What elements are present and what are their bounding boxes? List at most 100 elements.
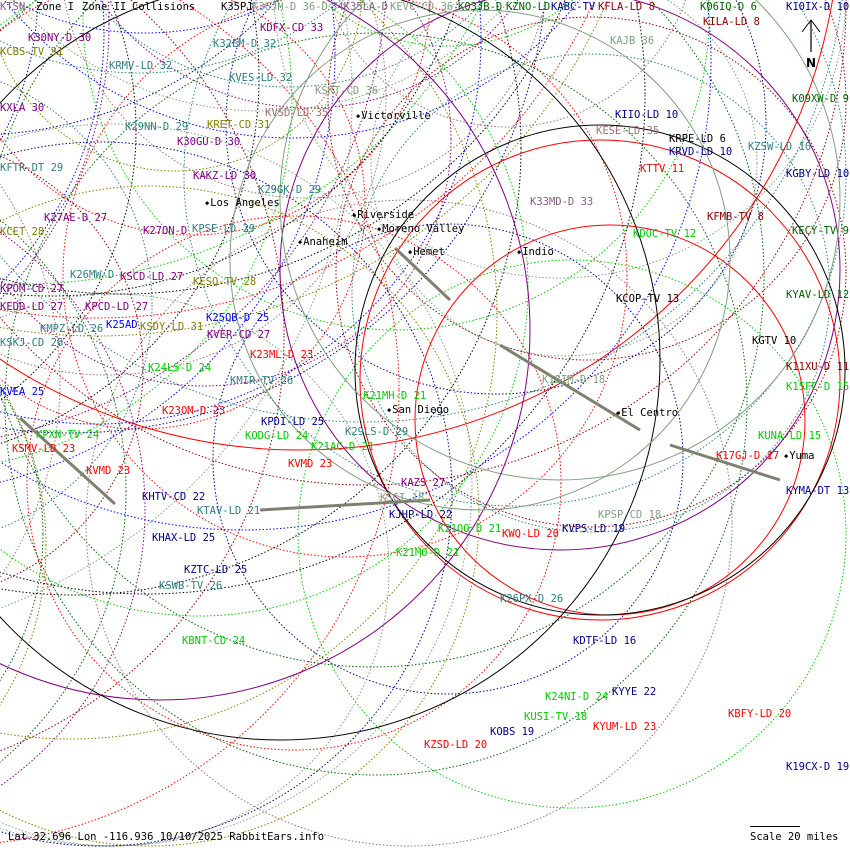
station-label[interactable]: KPDI-LD 25 [261, 416, 325, 428]
station-label[interactable]: K11XU-D 11 [786, 361, 850, 373]
station-label[interactable]: K30GU-D 30 [177, 136, 241, 148]
station-label[interactable]: KESE-LD 35 [596, 125, 660, 137]
station-label[interactable]: KUSI-TV 18 [524, 711, 588, 723]
station-label[interactable]: KSKT-CD 36 [315, 85, 379, 97]
station-label[interactable]: KESQ-TV 28 [193, 276, 257, 288]
station-label[interactable]: K25AD [106, 319, 138, 331]
station-label[interactable]: KUNA-LD 15 [758, 430, 822, 442]
station-label[interactable]: KRMV-LD 32 [109, 60, 173, 72]
station-label[interactable]: KZSD-LD 20 [424, 739, 488, 751]
station-label[interactable]: KGTV 10 [752, 335, 797, 347]
station-label[interactable]: KVER-CD 27 [207, 329, 271, 341]
station-label[interactable]: K26MW-D [70, 269, 115, 281]
station-label[interactable]: K03JB-D [458, 1, 503, 13]
station-label[interactable]: K15FC-D 15 [786, 381, 850, 393]
station-label[interactable]: KBNT-CD 24 [182, 635, 246, 647]
station-label[interactable]: K24NI-D 24 [545, 691, 609, 703]
station-label[interactable]: K06IQ-D 6 [700, 1, 757, 13]
station-label[interactable]: KAKZ-LD 30 [193, 170, 257, 182]
station-label[interactable]: KPOM-CD 27 [0, 283, 64, 295]
station-label[interactable]: KAJB 36 [610, 35, 655, 47]
station-label[interactable]: KCET 28 [0, 226, 45, 238]
station-label[interactable]: K18IM-D 18 [542, 374, 606, 386]
station-label[interactable]: KSCD-LD 27 [120, 271, 184, 283]
station-label[interactable]: KEVC-CD 36 [390, 1, 454, 13]
station-label[interactable]: KHAX-LD 25 [152, 532, 216, 544]
station-label[interactable]: KRVD-LD 10 [669, 146, 733, 158]
station-label[interactable]: K36JH-D 36-D [252, 1, 328, 13]
station-label[interactable]: KRET-CD 31 [207, 119, 271, 131]
station-label[interactable]: K33MD-D 33 [530, 196, 594, 208]
station-label[interactable]: KZSW-LD 10 [748, 141, 812, 153]
station-label[interactable]: K21MH-D 21 [363, 390, 427, 402]
station-label[interactable]: KWQ-LD 20 [502, 528, 559, 540]
station-label[interactable]: KHTV-CD 22 [142, 491, 206, 503]
station-label[interactable]: KCOP-TV 13 [616, 293, 680, 305]
station-label[interactable]: K24LS-D 24 [148, 362, 212, 374]
station-label[interactable]: K21OO-D 21 [438, 523, 502, 535]
station-label[interactable]: KVEA 25 [0, 386, 45, 398]
station-label[interactable]: KEDD-LD 27 [0, 301, 64, 313]
station-label[interactable]: KPSE-LD 29 [192, 223, 256, 235]
station-label[interactable]: KPCD-LD 27 [85, 301, 149, 313]
station-label[interactable]: KILA-LD 8 [703, 16, 760, 28]
station-label[interactable]: KVES-LD 32 [229, 72, 293, 84]
station-label[interactable]: KTAV-LD 21 [197, 505, 261, 517]
station-label[interactable]: KDTF-LD 16 [573, 635, 637, 647]
station-label[interactable]: KBFY-LD 20 [728, 708, 792, 720]
station-label[interactable]: KFTR-DT 29 [0, 162, 64, 174]
station-label[interactable]: KSDY-LD 31 [140, 321, 204, 333]
station-label[interactable]: K10IX-D 10 [786, 1, 850, 13]
station-label[interactable]: KTSN- [0, 1, 32, 13]
station-label[interactable]: KYMA-DT 13 [786, 485, 850, 497]
station-label[interactable]: KSMV-LD 23 [12, 443, 76, 455]
station-label[interactable]: KDOC-TV 12 [633, 228, 697, 240]
station-label[interactable]: KCBS-TV 31 [0, 46, 64, 58]
station-label[interactable]: KSCI 18 [380, 492, 425, 504]
station-label[interactable]: KPSP-CD 18 [598, 509, 662, 521]
station-label[interactable]: KYYE 22 [612, 686, 657, 698]
station-label[interactable]: KMIR-TV 26 [230, 375, 294, 387]
station-label[interactable]: KZNO-LD [506, 1, 551, 13]
station-label[interactable]: KYAV-LD 12 [786, 289, 850, 301]
station-label[interactable]: K30NY-D 30 [28, 32, 92, 44]
station-label[interactable]: K19CX-D 19 [786, 761, 850, 773]
station-label[interactable]: KSKJ-CD 26 [0, 337, 64, 349]
station-label[interactable]: K25OB-D 25 [206, 312, 270, 324]
station-label[interactable]: K21AC-D 21 [311, 441, 375, 453]
station-label[interactable]: KVMD 23 [288, 458, 333, 470]
station-label[interactable]: KDFX-CD 33 [260, 22, 324, 34]
station-label[interactable]: 34K35LA-D [331, 1, 388, 13]
station-label[interactable]: KJHP-LD 22 [389, 509, 453, 521]
station-label[interactable]: KOBS 19 [490, 726, 535, 738]
station-label[interactable]: KXLA 30 [0, 102, 45, 114]
station-label[interactable]: K29NN-D 29 [125, 121, 189, 133]
station-label[interactable]: KTTV 11 [640, 163, 685, 175]
station-label[interactable]: KVMD 23 [86, 465, 131, 477]
station-label[interactable]: KECY-TV 9 [792, 225, 849, 237]
station-label[interactable]: KODG-LD 24 [245, 430, 309, 442]
station-label[interactable]: KRPE-LD 6 [669, 133, 726, 145]
station-label[interactable]: K26PX-D 26 [500, 593, 564, 605]
station-label[interactable]: KFMB-TV 8 [707, 211, 764, 223]
station-label[interactable]: K21MO-D 21 [396, 547, 460, 559]
station-label[interactable]: KIIO-LD 10 [615, 109, 679, 121]
station-label[interactable]: KYUM-LD 23 [593, 721, 657, 733]
station-label[interactable]: K17GJ-D 17 [716, 450, 780, 462]
station-label[interactable]: KGBY-LD 10 [786, 168, 850, 180]
station-label[interactable]: KABC-TV [551, 1, 596, 13]
station-label[interactable]: KSWB-TV 26 [159, 580, 223, 592]
station-label[interactable]: K29LS-D 29 [345, 426, 409, 438]
station-label[interactable]: KVPS-LD 19 [562, 523, 626, 535]
station-label[interactable]: KFLA-LD 8 [598, 1, 655, 13]
station-label[interactable]: KAZS 27 [401, 477, 446, 489]
station-label[interactable]: K32EM-D 32 [213, 38, 277, 50]
station-label[interactable]: K27ON-D [143, 225, 188, 237]
station-label[interactable]: K23OM-D 23 [162, 405, 226, 417]
station-label[interactable]: K35PJ [221, 1, 253, 13]
station-label[interactable]: KPXN-TV 24 [36, 429, 100, 441]
station-label[interactable]: K27AE-D 27 [44, 212, 108, 224]
station-label[interactable]: K09XW-D 9 [792, 93, 849, 105]
station-label[interactable]: KMPZ-LD 26 [40, 323, 104, 335]
